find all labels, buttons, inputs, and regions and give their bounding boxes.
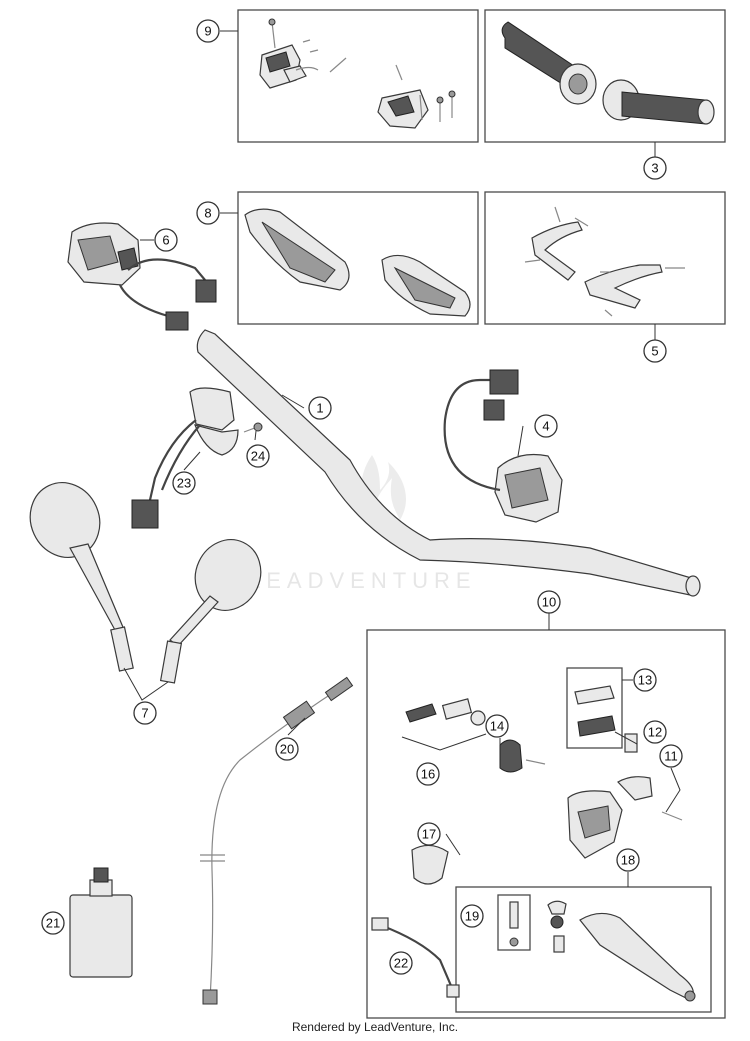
callout-1: 1 <box>308 396 332 420</box>
part-6-left-switch <box>67 222 217 331</box>
leader-lines <box>123 30 681 856</box>
svg-text:20: 20 <box>280 742 294 757</box>
svg-text:LEADVENTURE: LEADVENTURE <box>248 568 477 593</box>
box-part-5 <box>484 191 726 325</box>
box-part-19 <box>497 894 531 951</box>
part-12-bolt <box>624 733 638 753</box>
callout-3: 3 <box>643 156 667 180</box>
callout-21: 21 <box>41 911 65 935</box>
svg-text:1: 1 <box>316 401 323 416</box>
svg-text:6: 6 <box>162 233 169 248</box>
svg-text:18: 18 <box>621 853 635 868</box>
svg-text:7: 7 <box>141 706 148 721</box>
leadventure-watermark: LEADVENTURE <box>248 455 477 593</box>
callout-10: 10 <box>537 590 561 614</box>
callout-18: 18 <box>616 848 640 872</box>
callout-17: 17 <box>417 822 441 846</box>
callout-9: 9 <box>196 19 220 43</box>
svg-text:13: 13 <box>638 673 652 688</box>
part-24-screw <box>243 422 263 433</box>
svg-text:11: 11 <box>664 749 678 764</box>
part-19-bolt <box>509 901 519 947</box>
callout-22: 22 <box>389 951 413 975</box>
callout-4: 4 <box>534 414 558 438</box>
callout-20: 20 <box>275 737 299 761</box>
part-4-right-switch <box>443 369 563 523</box>
part-21-fluid-bottle <box>69 867 133 978</box>
svg-text:4: 4 <box>542 419 549 434</box>
svg-text:22: 22 <box>394 956 408 971</box>
callout-5: 5 <box>643 339 667 363</box>
part-20-clutch-line <box>200 676 354 1005</box>
svg-text:21: 21 <box>46 916 60 931</box>
svg-text:10: 10 <box>542 595 556 610</box>
svg-text:3: 3 <box>651 161 658 176</box>
box-part-3 <box>484 9 726 143</box>
svg-text:5: 5 <box>651 344 658 359</box>
master-cylinder <box>567 790 623 859</box>
svg-text:16: 16 <box>421 767 435 782</box>
svg-text:8: 8 <box>204 206 211 221</box>
svg-text:17: 17 <box>422 827 436 842</box>
callout-19: 19 <box>460 904 484 928</box>
box-part-8 <box>237 191 479 325</box>
svg-text:19: 19 <box>465 909 479 924</box>
part-18-lever-kit <box>547 872 696 1002</box>
callout-12: 12 <box>643 720 667 744</box>
svg-text:14: 14 <box>490 719 504 734</box>
part-7-mirrors <box>29 482 262 684</box>
svg-text:12: 12 <box>648 725 662 740</box>
callout-8: 8 <box>196 201 220 225</box>
part-16-piston-kit <box>401 698 500 751</box>
svg-text:9: 9 <box>204 24 211 39</box>
callout-23: 23 <box>172 471 196 495</box>
callout-14: 14 <box>485 714 509 738</box>
callout-6: 6 <box>154 228 178 252</box>
handlebar-end <box>685 575 701 597</box>
box-part-9 <box>237 9 479 143</box>
callout-7: 7 <box>133 701 157 725</box>
part-5-brackets <box>524 206 685 317</box>
callout-11: 11 <box>659 744 683 768</box>
callout-13: 13 <box>633 668 657 692</box>
part-14-pivot-kit <box>499 738 546 773</box>
part-3-grips <box>501 21 715 125</box>
footer-credit: Rendered by LeadVenture, Inc. <box>291 1020 459 1034</box>
part-1-handlebar <box>196 329 699 596</box>
part-11-clamp <box>617 776 683 821</box>
svg-text:23: 23 <box>177 476 191 491</box>
part-8-handguards <box>244 208 471 317</box>
box-part-13 <box>566 667 623 749</box>
part-23-kill-switch <box>131 387 239 529</box>
svg-text:24: 24 <box>251 449 265 464</box>
box-part-18 <box>455 886 712 1013</box>
part-17-cap <box>411 844 449 885</box>
part-22-switch-cable <box>371 917 460 998</box>
part-9-clamp-kit <box>259 18 456 129</box>
part-13-reservoir-cover <box>574 685 616 737</box>
callout-24: 24 <box>246 444 270 468</box>
callout-16: 16 <box>416 762 440 786</box>
box-part-10 <box>366 629 726 1019</box>
